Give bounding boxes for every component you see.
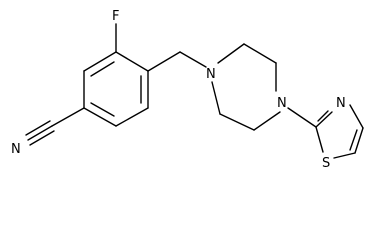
bond xyxy=(333,152,356,159)
bond xyxy=(315,111,333,128)
bond xyxy=(115,51,149,72)
bond xyxy=(83,51,117,72)
bond xyxy=(287,107,317,128)
bond xyxy=(211,81,221,115)
thiazole-ring xyxy=(315,104,364,159)
piperazine-nitrogen-1-label: N xyxy=(206,67,216,82)
bond xyxy=(253,111,281,131)
bond xyxy=(51,107,85,127)
nitrile-nitrogen-label: N xyxy=(11,142,21,157)
benzene-ring xyxy=(83,51,149,127)
bond xyxy=(25,120,51,136)
nitrile-group xyxy=(25,107,85,146)
bond xyxy=(83,107,117,127)
bond xyxy=(27,125,53,141)
bond xyxy=(217,43,245,64)
bond xyxy=(115,107,149,127)
piperazine-nitrogen-4-label: N xyxy=(277,96,287,111)
bond xyxy=(317,110,329,122)
piperazine-ring xyxy=(211,43,281,131)
thiazole-sulfur-label: S xyxy=(322,156,330,171)
molecule-structure: F N N N N S xyxy=(11,9,364,171)
bond xyxy=(219,113,255,131)
bond xyxy=(179,51,207,68)
fluorine-label: F xyxy=(112,9,119,24)
bond xyxy=(147,51,181,72)
bond xyxy=(315,126,324,153)
bond xyxy=(349,129,358,151)
bond xyxy=(29,130,55,146)
bond xyxy=(349,104,364,129)
thiazole-nitrogen-label: N xyxy=(336,96,346,111)
bond xyxy=(90,61,115,77)
bond xyxy=(243,43,277,64)
bond xyxy=(90,102,115,117)
bond xyxy=(354,127,364,154)
